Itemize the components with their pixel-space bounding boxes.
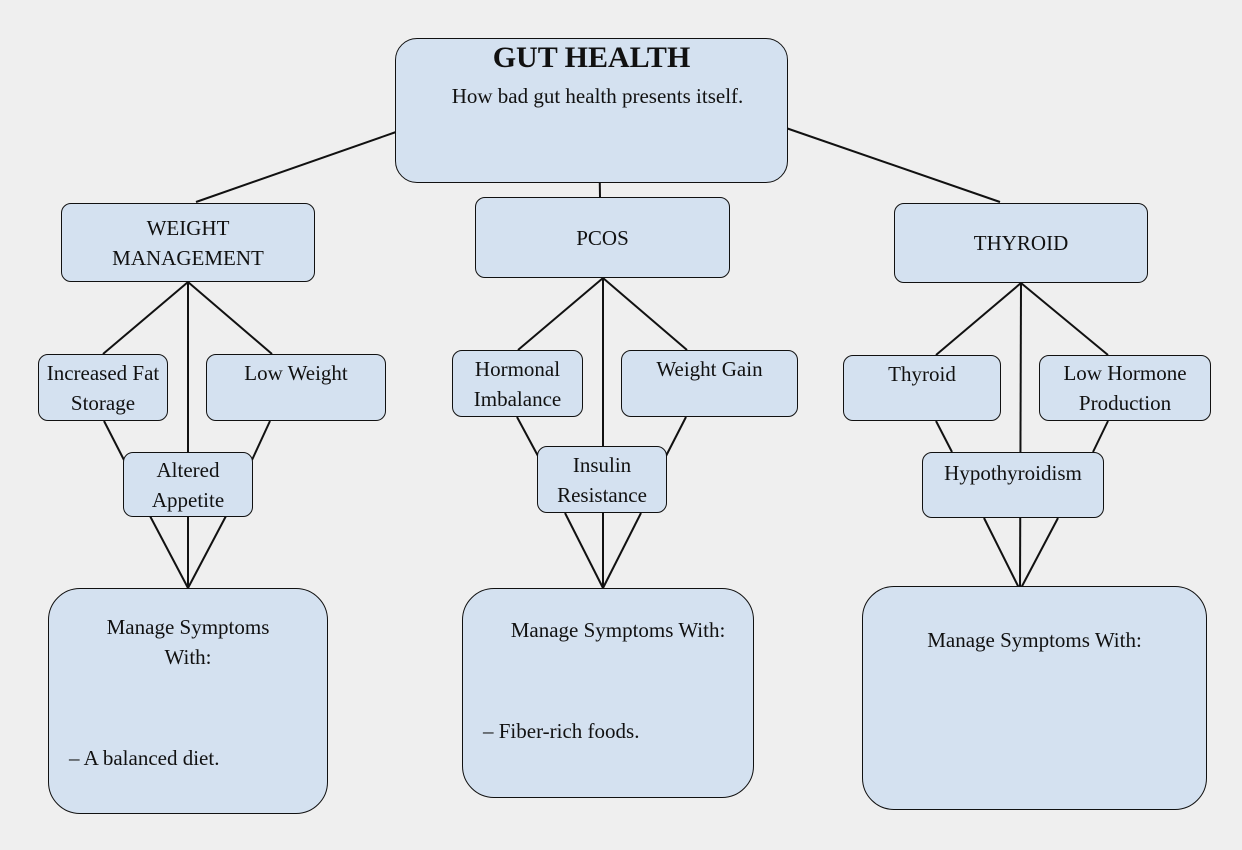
connector-pcos-hormonal xyxy=(517,277,604,351)
manage-box-weight-management: Manage Symptoms With: – A balanced diet. xyxy=(48,588,328,814)
symptom-thyroid-label: Thyroid xyxy=(888,362,956,386)
symptom-insulin-resistance: Insulin Resistance xyxy=(537,446,667,513)
manage-item-balanced-diet: – A balanced diet. xyxy=(69,746,220,770)
connector-hypo-manage-right xyxy=(1019,517,1059,591)
connector-low-appetite xyxy=(251,420,271,461)
symptom-thyroid: Thyroid xyxy=(843,355,1001,421)
manage-item-fiber-rich-foods: – Fiber-rich foods. xyxy=(483,719,640,743)
connector-root-thyroid xyxy=(785,127,1001,203)
connector-thyroidbox-hypo xyxy=(935,420,953,453)
manage-box-thyroid: Manage Symptoms With: xyxy=(862,586,1207,810)
manage-heading-weight: Manage Symptoms With: xyxy=(106,615,270,669)
connector-thyroid-lowhormone xyxy=(1020,282,1109,356)
connector-lowhormone-hypo xyxy=(1092,420,1109,453)
symptom-hypothyroidism-label: Hypothyroidism xyxy=(944,461,1082,485)
connector-root-weight xyxy=(195,131,397,203)
heading-weight-management: WEIGHT MANAGEMENT xyxy=(61,203,315,282)
manage-box-pcos: Manage Symptoms With: – Fiber-rich foods… xyxy=(462,588,754,798)
symptom-insulin-resistance-label: Insulin Resistance xyxy=(557,452,647,507)
heading-pcos: PCOS xyxy=(475,197,730,278)
connector-hormonal-insulin xyxy=(516,416,539,457)
symptom-increased-fat-storage-label: Increased Fat Storage xyxy=(46,360,160,415)
root-subtitle: How bad gut health presents itself. xyxy=(451,84,744,108)
symptom-hormonal-imbalance: Hormonal Imbalance xyxy=(452,350,583,417)
connector-appetite-manage-right xyxy=(187,515,227,589)
symptom-increased-fat-storage: Increased Fat Storage xyxy=(38,354,168,421)
symptom-low-weight: Low Weight xyxy=(206,354,386,421)
heading-pcos-label: PCOS xyxy=(576,225,629,250)
heading-thyroid: THYROID xyxy=(894,203,1148,283)
connector-thyroid-center xyxy=(1019,282,1022,591)
symptom-weight-gain-label: Weight Gain xyxy=(656,357,763,381)
connector-appetite-manage-left xyxy=(149,515,189,589)
symptom-altered-appetite-label: Altered Appetite xyxy=(151,457,225,512)
root-node-gut-health: GUT HEALTH How bad gut health presents i… xyxy=(395,38,788,183)
symptom-low-hormone-production-label: Low Hormone Production xyxy=(1063,361,1187,415)
connector-fat-appetite xyxy=(103,420,125,461)
symptom-low-hormone-production: Low Hormone Production xyxy=(1039,355,1211,421)
connector-insulin-manage-right xyxy=(602,512,642,589)
symptom-hypothyroidism: Hypothyroidism xyxy=(922,452,1104,518)
manage-heading-thyroid: Manage Symptoms With: xyxy=(927,628,1142,652)
heading-weight-management-label: WEIGHT MANAGEMENT xyxy=(112,215,264,270)
connector-insulin-manage-left xyxy=(564,512,604,589)
connector-gain-insulin xyxy=(665,416,687,457)
connector-weight-fat xyxy=(102,281,189,355)
root-title: GUT HEALTH xyxy=(492,41,691,74)
connector-hypo-manage-left xyxy=(983,517,1021,591)
connector-pcos-gain xyxy=(602,277,688,351)
symptom-low-weight-label: Low Weight xyxy=(244,361,348,385)
symptom-hormonal-imbalance-label: Hormonal Imbalance xyxy=(473,356,562,411)
connector-weight-low xyxy=(187,281,273,355)
symptom-weight-gain: Weight Gain xyxy=(621,350,798,417)
symptom-altered-appetite: Altered Appetite xyxy=(123,452,253,517)
manage-heading-pcos: Manage Symptoms With: xyxy=(510,618,726,642)
heading-thyroid-label: THYROID xyxy=(973,231,1069,255)
connector-thyroid-thyroid xyxy=(935,282,1022,356)
